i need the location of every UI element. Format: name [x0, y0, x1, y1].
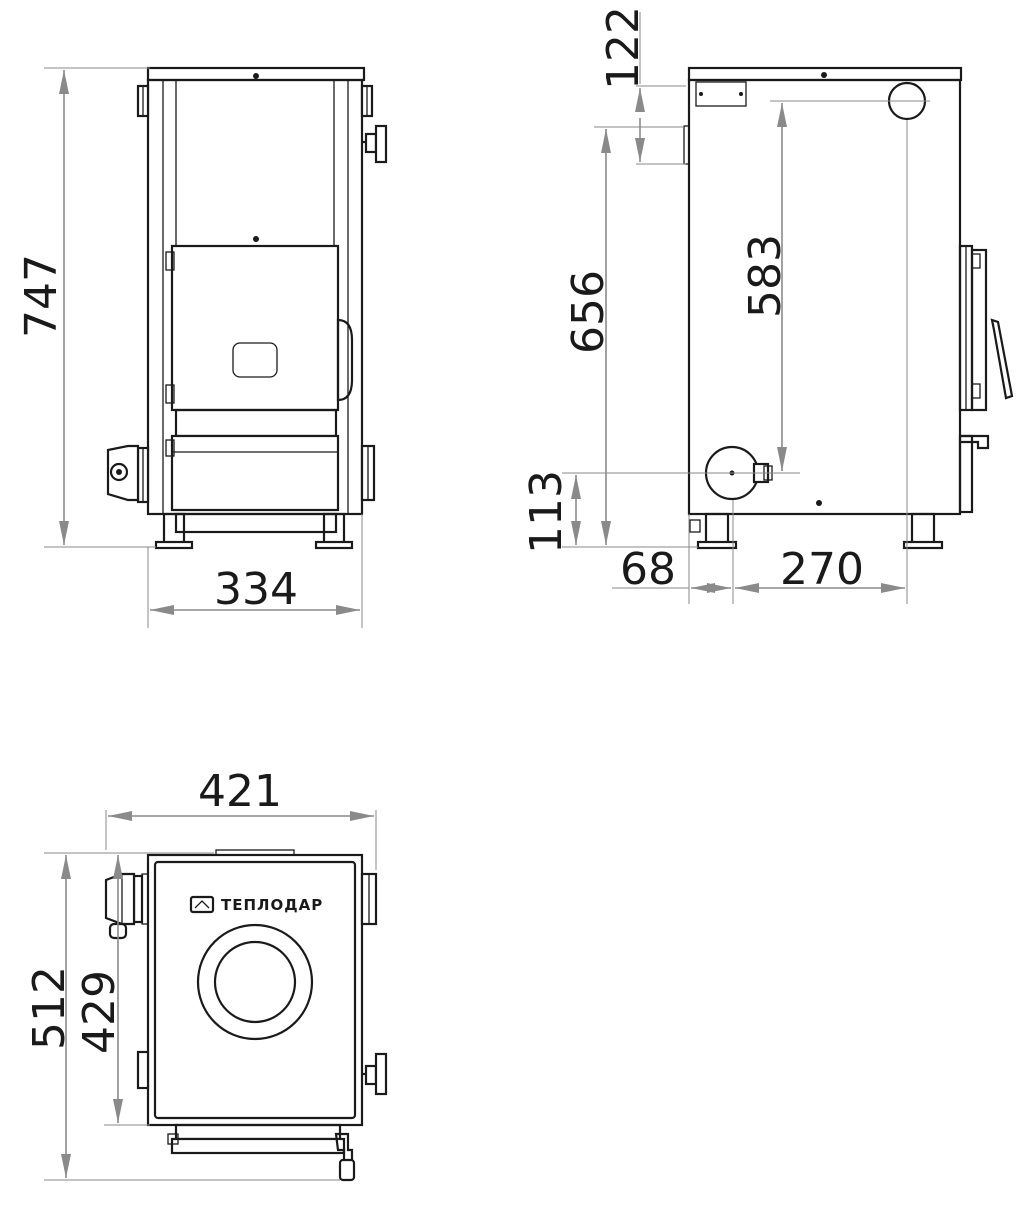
top-cover	[153, 860, 357, 1120]
brand-logo-text: ТЕПЛОДАР	[221, 896, 323, 914]
teplodar-logo-icon	[189, 895, 215, 914]
door-handle	[336, 318, 354, 402]
top-ash-drawer	[174, 1123, 342, 1141]
side-ash-door-profile	[958, 434, 974, 514]
dim-front-width: 334	[214, 564, 298, 615]
side-door-handle	[990, 318, 1014, 400]
dim-inlet-from-back: 68	[620, 544, 676, 595]
valve-wheel	[374, 124, 388, 164]
dim-top-width: 421	[198, 766, 282, 817]
top-valve-body	[364, 1064, 378, 1086]
front-leg-left	[154, 540, 194, 550]
front-leg-right	[314, 540, 354, 550]
door-hinge-top	[165, 251, 175, 271]
front-loading-door	[170, 244, 340, 412]
side-leg-left	[696, 540, 738, 550]
dim-front-height: 747	[16, 254, 67, 338]
dim-flue-offset: 122	[598, 6, 649, 90]
name-plate	[695, 81, 747, 107]
door-hinge-bottom	[165, 384, 175, 404]
dim-top-body-depth: 429	[74, 970, 125, 1054]
front-ash-door	[170, 434, 340, 512]
top-draft-regulator	[104, 872, 136, 926]
dim-top-depth: 512	[24, 966, 75, 1050]
dim-outlet-height: 656	[563, 270, 614, 354]
inspection-window	[232, 342, 278, 378]
flue-ring-outer	[196, 923, 314, 1041]
front-base	[174, 512, 338, 534]
dim-inlet-to-outlet: 583	[740, 234, 791, 318]
front-view: 747 334	[16, 66, 388, 628]
drain-valve	[689, 519, 701, 533]
side-view: 122 656 583 113 68 270	[521, 6, 1014, 604]
top-pipe-left-lower	[136, 1050, 150, 1090]
dim-outlet-from-inlet: 270	[780, 544, 864, 595]
valve-body	[364, 132, 378, 154]
top-view: ТЕПЛОДАР 421 512	[24, 766, 388, 1182]
flue-ring-inner	[213, 940, 297, 1024]
side-leg-right	[902, 540, 944, 550]
top-valve-wheel	[374, 1052, 388, 1096]
draft-regulator	[106, 444, 140, 502]
dim-inlet-height: 113	[521, 470, 572, 554]
